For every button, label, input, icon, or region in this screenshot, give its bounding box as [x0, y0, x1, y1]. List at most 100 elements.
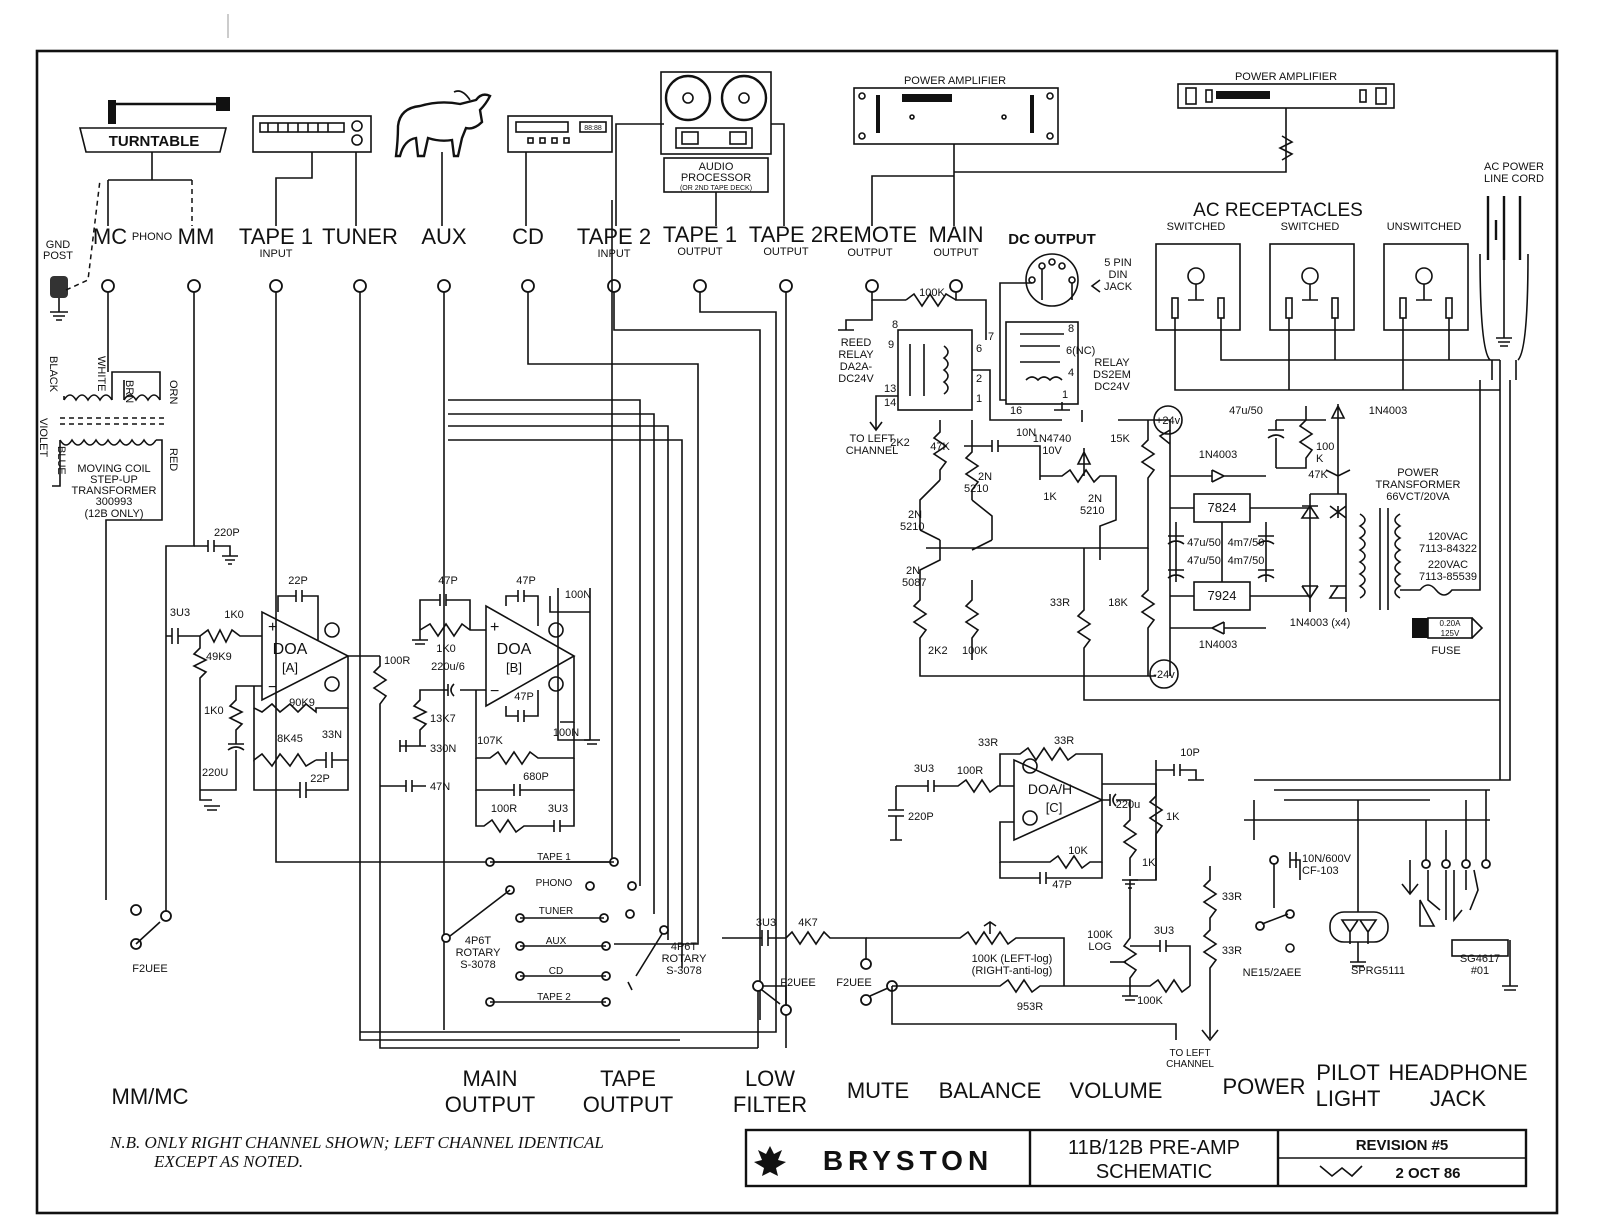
ac-receptacle-1 [1155, 243, 1241, 331]
r-49k9: 49K9 [206, 651, 232, 663]
reed-relay-label-1: REED [841, 337, 872, 349]
c-3u3-a: 3U3 [170, 607, 190, 619]
rotary-2-label-1: 4P6T [671, 941, 698, 953]
gnd-post-label-2: POST [43, 250, 73, 262]
dc-relay-label-2: DS2EM [1093, 369, 1131, 381]
c-10p: 10P [1180, 747, 1200, 759]
dc-relay-nc: 6(NC) [1066, 345, 1095, 357]
r-33r-e: 33R [1222, 945, 1242, 957]
r-33r-d: 33R [1222, 891, 1242, 903]
reed-relay-label-3: DA2A- [840, 361, 873, 373]
control-labels: MM/MC MAIN OUTPUT TAPE OUTPUT LOW FILTER… [112, 1060, 1528, 1117]
svg-text:+: + [268, 619, 277, 636]
q-2n5210-a-1: 2N [978, 471, 992, 483]
power-xfmr-label-3: 66VCT/20VA [1386, 491, 1450, 503]
c-22p-a: 22P [288, 575, 308, 587]
to-left-channel-1-1: TO LEFT [849, 433, 894, 445]
ac-power-cord-icon [1479, 196, 1529, 780]
input-label-cd: CD [512, 224, 544, 249]
to-left-channel-2-1: TO LEFT [1170, 1048, 1211, 1059]
svg-text:−: − [490, 683, 499, 700]
reed-relay [869, 329, 1062, 432]
r-47k-a: 47K [930, 441, 950, 453]
xfmr-label-4: 300993 [96, 496, 133, 508]
date-label: 2 OCT 86 [1395, 1165, 1460, 1182]
xfmr-wire-red: RED [167, 448, 179, 471]
xfmr-wire-orn: ORN [167, 380, 179, 405]
reg-7924: 7924 [1208, 588, 1237, 603]
sel-pos-tape2: TAPE 2 [537, 992, 571, 1003]
r-1k-b: 1K [1166, 811, 1180, 823]
c-10n: 10N [1016, 427, 1036, 439]
control-headphone-jack-1: HEADPHONE [1388, 1060, 1527, 1085]
opamp-c-label-1: DOA/H [1028, 781, 1072, 797]
rotary-2-label-2: ROTARY [662, 953, 707, 965]
svg-text:4: 4 [1068, 367, 1074, 379]
phono-mm-label: MM [178, 224, 215, 249]
z-1n4740-1: 1N4740 [1033, 433, 1072, 445]
svg-text:8: 8 [892, 319, 898, 331]
xfmr-wire-white: WHITE [95, 356, 107, 391]
r-10k: 10K [1068, 845, 1088, 857]
audio-processor-label-1: AUDIO [699, 161, 734, 173]
r-100k-c: 100K [1137, 995, 1163, 1007]
r-100k-top: 100K [919, 287, 945, 299]
mains-120-2: 7113-84322 [1419, 543, 1477, 555]
jack-tape2-out [779, 279, 793, 293]
f2uee-filter-label: F2UEE [780, 977, 815, 989]
fuse-rating-1: 0.20A [1440, 619, 1462, 628]
r-100r-a: 100R [384, 655, 410, 667]
r-4k7: 4K7 [798, 917, 818, 929]
dc-relay-label-1: RELAY [1094, 357, 1130, 369]
fuse-rating-2: 125V [1441, 629, 1460, 638]
r-1k0-a: 1K0 [224, 609, 244, 621]
r-33r-c: 33R [1054, 735, 1074, 747]
brand-logo: BRYSTON [823, 1145, 993, 1176]
r-33r-a: 33R [1050, 597, 1070, 609]
c-47u50-b: 47u/50 [1187, 537, 1221, 549]
xfmr-label-1: MOVING COIL [77, 463, 150, 475]
ground-post-icon [50, 179, 101, 321]
jack-tuner [353, 279, 367, 293]
reed-relay-label-2: RELAY [838, 349, 874, 361]
reg-7824: 7824 [1208, 500, 1237, 515]
output-sub-tape1: OUTPUT [677, 246, 723, 258]
power-xfmr-label-2: TRANSFORMER [1376, 479, 1461, 491]
r-1k0-b: 1K0 [204, 705, 224, 717]
turntable-icon [78, 97, 230, 153]
opamp-a-label-2: [A] [282, 660, 298, 675]
jack-tape2-in [607, 279, 621, 293]
opamp-c-label-2: [C] [1046, 800, 1063, 815]
xfmr-wire-violet: VIOLET [37, 418, 49, 457]
ac-receptacle-label-3: UNSWITCHED [1387, 221, 1462, 233]
power-xfmr-label-1: POWER [1397, 467, 1439, 479]
rotary-selector-1 [441, 857, 637, 1007]
ac-receptacles-title: AC RECEPTACLES [1193, 200, 1363, 221]
output-label-tape2: TAPE 2 [749, 222, 823, 247]
output-stage [838, 292, 1204, 896]
input-sub-tape1-in: INPUT [260, 248, 293, 260]
f2uee-mmmc-label: F2UEE [132, 963, 167, 975]
reed-relay-label-4: DC24V [838, 373, 874, 385]
rotary-1-label-3: S-3078 [460, 959, 495, 971]
c-220u6: 220u/6 [431, 661, 465, 673]
gnd-post-label-1: GND [46, 239, 71, 251]
r-100k-psu-1: 100 [1316, 441, 1334, 453]
din-jack-relay [999, 253, 1101, 422]
opamp-b-label-2: [B] [506, 660, 522, 675]
control-mmmc: MM/MC [112, 1084, 189, 1109]
cd-player-icon: 88:88 [507, 115, 613, 153]
sg4617-label-2: #01 [1471, 965, 1489, 977]
tape-deck-icon [660, 71, 772, 155]
d-1n4003-b: 1N4003 [1199, 449, 1238, 461]
svg-text:8: 8 [1068, 323, 1074, 335]
phono-stage [166, 540, 758, 1049]
control-pilot-light-1: PILOT [1316, 1060, 1380, 1085]
q-2n5087-2: 5087 [902, 577, 926, 589]
svg-text:14: 14 [884, 397, 896, 409]
c-47p-d: 47P [1052, 879, 1072, 891]
c-3u3-e: 3U3 [1154, 925, 1174, 937]
r-100k-psu-2: K [1316, 453, 1324, 465]
output-sub-tape2: OUTPUT [763, 246, 809, 258]
